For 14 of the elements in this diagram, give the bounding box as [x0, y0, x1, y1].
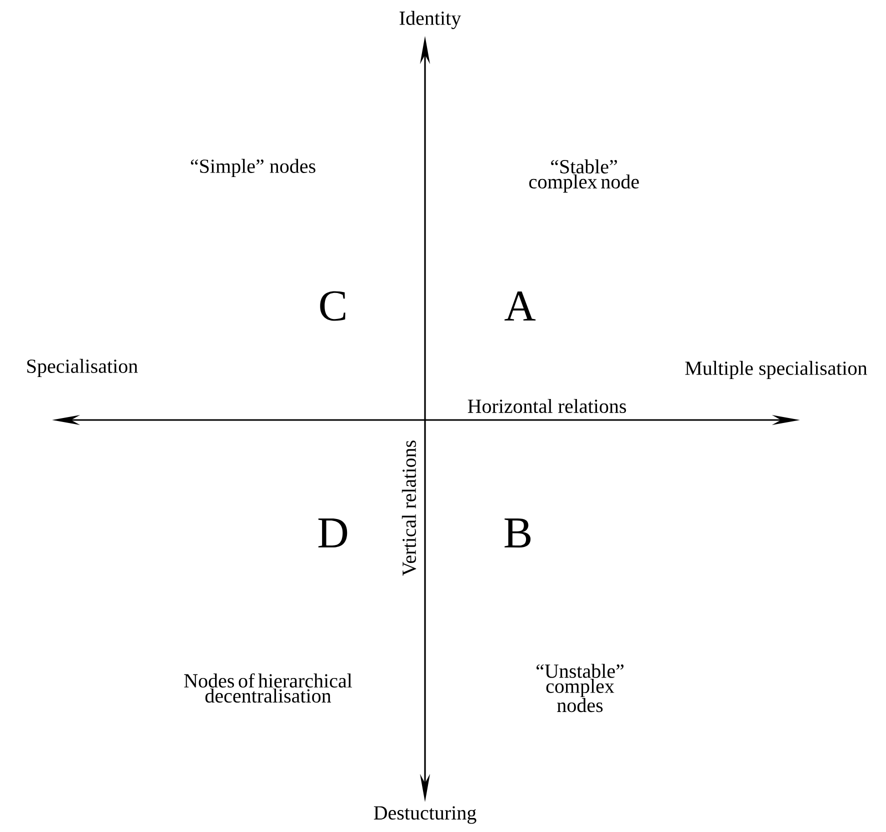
quadrant-letter: D — [318, 518, 348, 548]
quadrant-label: “Stable” complex node — [529, 159, 639, 193]
quadrant-label: Nodes of hierarchical decentralisation — [184, 673, 352, 703]
axis-label: Multiple specialisation — [685, 360, 868, 380]
quadrant-label: “Simple” nodes — [190, 158, 316, 178]
axis-label: Specialisation — [27, 358, 138, 378]
axis-label: Vertical relations — [402, 440, 416, 576]
axis-label: Identity — [400, 10, 462, 30]
axis-label: Destucturing — [374, 806, 476, 824]
quadrant-letter: C — [320, 291, 346, 321]
quadrant-letter: B — [504, 518, 531, 548]
quadrant-label: “Unstable” complex nodes — [536, 664, 624, 712]
quadrant-letter: A — [504, 291, 536, 321]
axis-label: Horizontal relations — [468, 398, 626, 414]
